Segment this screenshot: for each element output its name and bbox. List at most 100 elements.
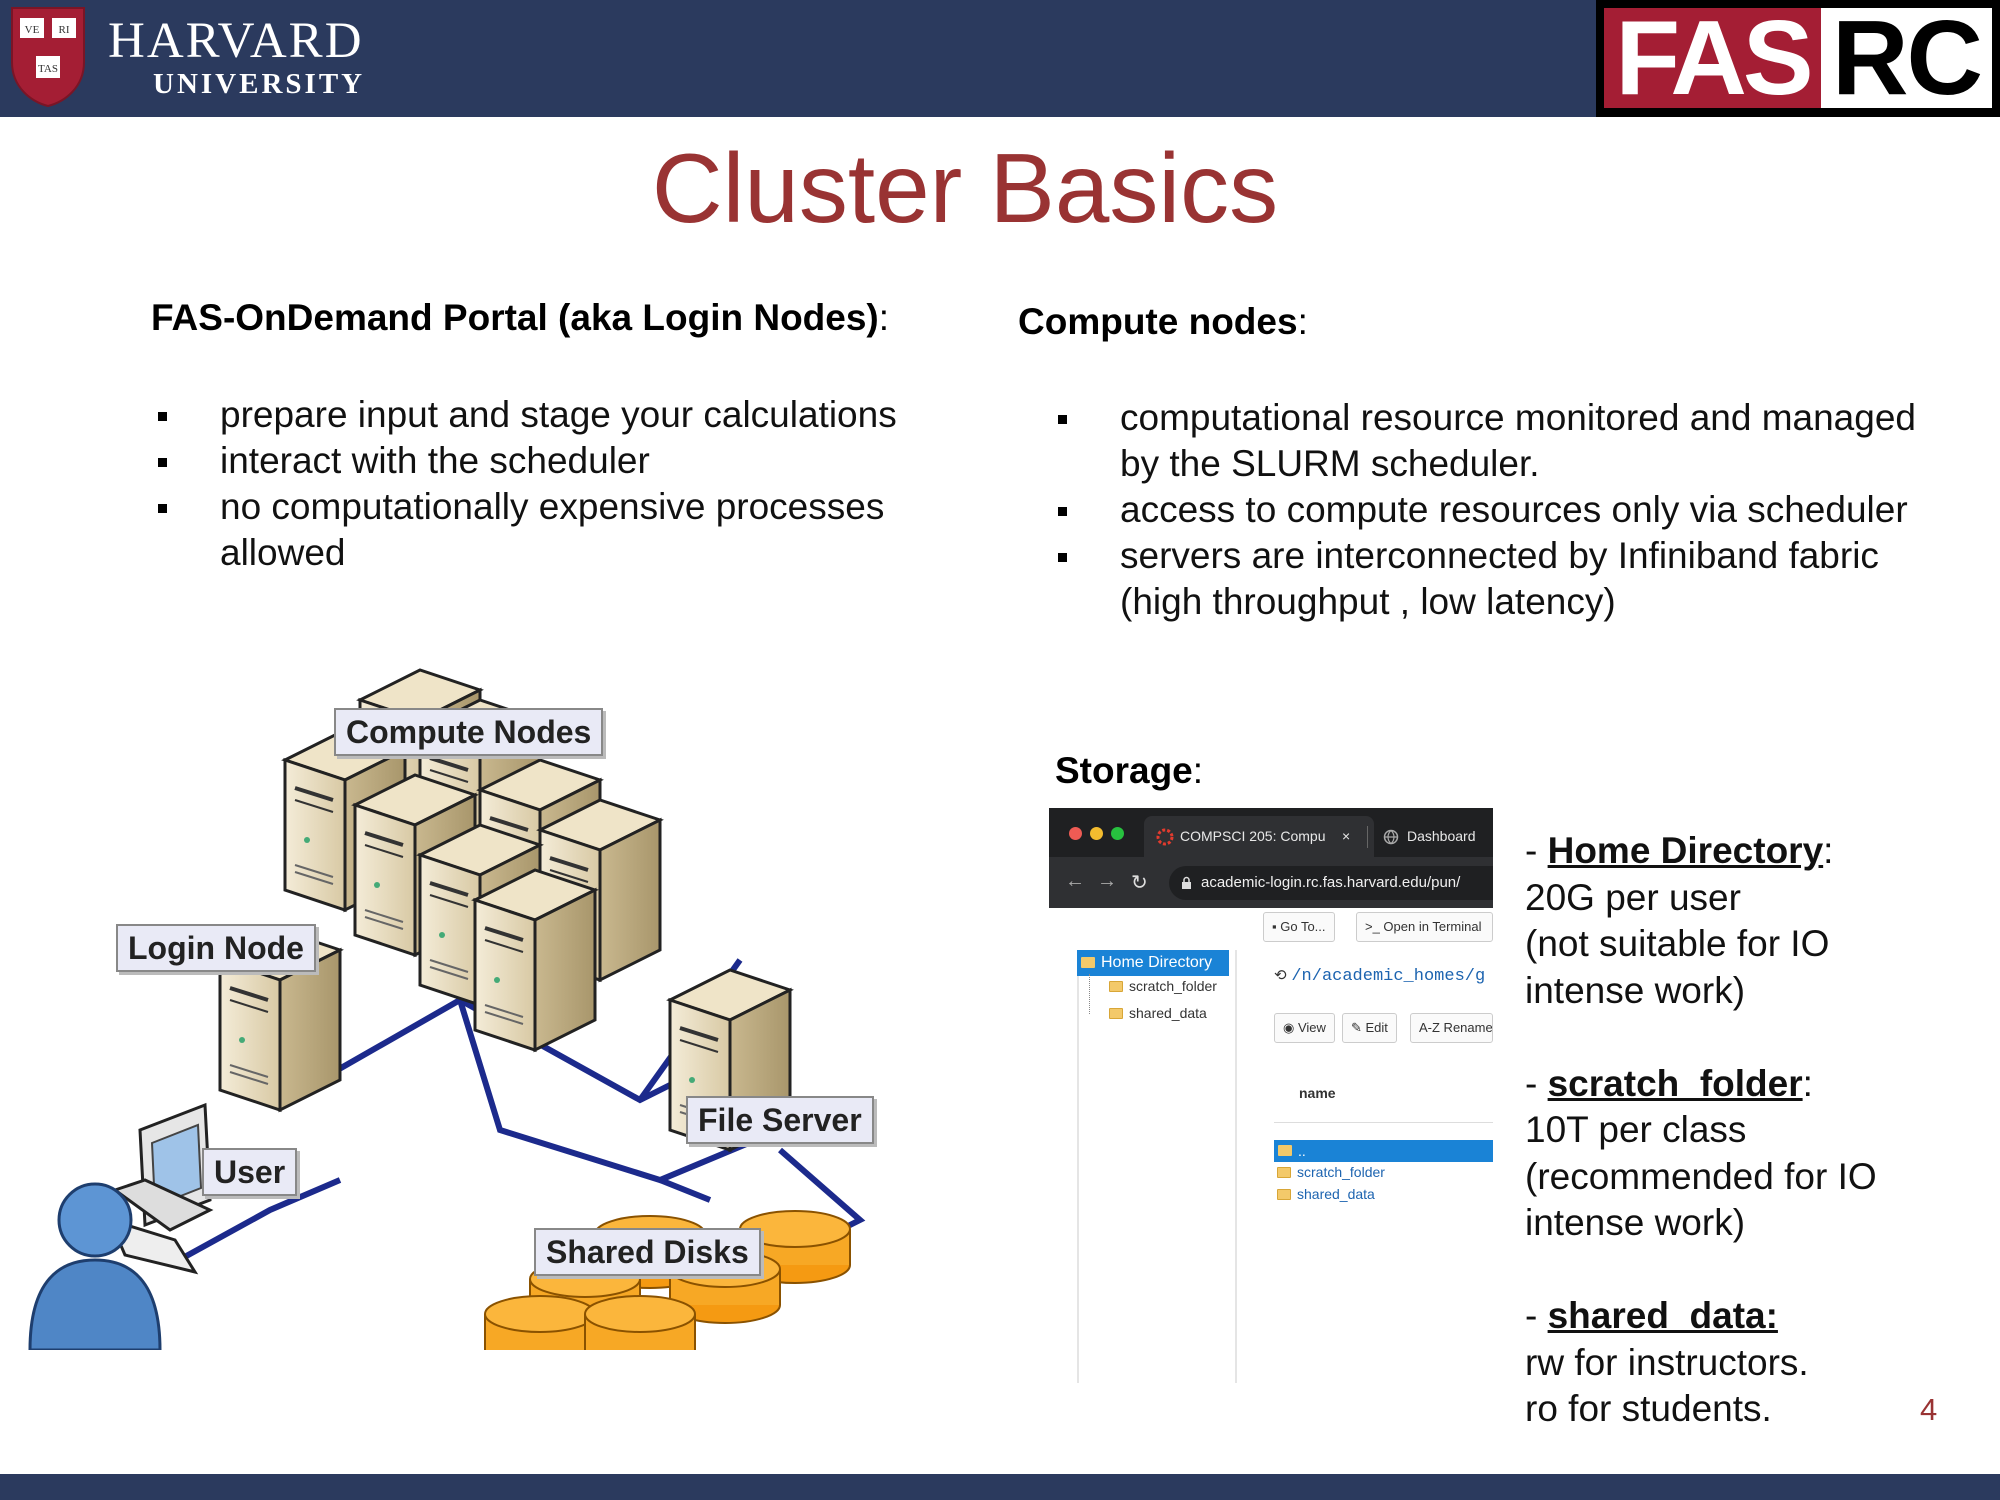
tree-home-directory-label: Home Directory	[1101, 954, 1213, 971]
browser-tab-active[interactable]: COMPSCI 205: Compu ×	[1144, 816, 1374, 857]
tab-close-icon[interactable]: ×	[1342, 828, 1351, 844]
eye-icon: ◉	[1283, 1020, 1298, 1035]
edit-button[interactable]: ✎ Edit	[1342, 1013, 1397, 1043]
file-browser-screenshot: COMPSCI 205: Compu × Dashboard ← → ↻ aca…	[1049, 808, 1493, 1383]
window-minimize-dot[interactable]	[1090, 827, 1103, 840]
storage-item-term: Home Directory	[1547, 830, 1824, 871]
storage-item-term: shared_data:	[1547, 1295, 1778, 1336]
storage-item-colon: :	[1802, 1062, 1813, 1104]
compute-nodes-heading-text: Compute nodes	[1018, 301, 1298, 342]
storage-item-line: intense work)	[1525, 969, 1746, 1011]
storage-item-colon: :	[1823, 830, 1834, 871]
storage-item-line: intense work)	[1525, 1202, 1746, 1243]
url-text: academic-login.rc.fas.harvard.edu/pun/	[1201, 874, 1461, 891]
storage-heading-text: Storage	[1055, 750, 1193, 791]
tree-connector	[1089, 974, 1090, 1014]
storage-item-prefix: -	[1525, 1295, 1548, 1336]
storage-item-term: scratch_folder	[1547, 1062, 1803, 1104]
back-arrow-icon[interactable]: ←	[1065, 870, 1085, 892]
tree-item-label: scratch_folder	[1129, 978, 1217, 994]
university-wordmark: UNIVERSITY	[153, 68, 366, 100]
shield-text-3: TAS	[38, 63, 58, 75]
lock-icon	[1182, 876, 1191, 889]
fasrc-logo-rc: RC	[1821, 5, 1992, 111]
folder-icon	[1109, 1008, 1123, 1019]
list-row-shared[interactable]: shared_data	[1277, 1186, 1375, 1202]
tree-item-label: shared_data	[1129, 1005, 1207, 1021]
bullet-item: no computationally expensive processes a…	[155, 484, 945, 576]
user-label: User	[202, 1148, 298, 1196]
cluster-diagram: Compute Nodes Login Node User File Serve…	[20, 660, 1020, 1350]
storage-item-prefix: -	[1525, 830, 1548, 871]
window-close-dot[interactable]	[1069, 827, 1082, 840]
harvard-wordmark: HARVARD	[108, 13, 364, 69]
page-number: 4	[1920, 1392, 1938, 1427]
current-path: ⟲ /n/academic_homes/g	[1274, 966, 1485, 986]
forward-arrow-icon[interactable]: →	[1097, 870, 1117, 892]
fasrc-logo-fas: FAS	[1604, 5, 1821, 111]
current-path-text: /n/academic_homes/g	[1291, 967, 1486, 986]
link-icon: ⟲	[1274, 966, 1292, 984]
reload-icon[interactable]: ↻	[1131, 872, 1148, 894]
edit-icon: ✎	[1351, 1020, 1366, 1035]
edit-label: Edit	[1365, 1020, 1388, 1035]
file-server-label: File Server	[686, 1096, 874, 1144]
storage-item-shared: - shared_data: rw for instructors. ro fo…	[1525, 1293, 1985, 1433]
open-terminal-button[interactable]: >_ Open in Terminal	[1356, 912, 1493, 942]
tab-dashboard-title: Dashboard	[1407, 828, 1476, 844]
folder-icon: ▪	[1272, 919, 1281, 934]
header-bar: VE RI TAS HARVARD UNIVERSITY FAS RC	[0, 0, 2000, 117]
storage-notes: - Home Directory: 20G per user (not suit…	[1525, 828, 1985, 1433]
storage-item-prefix: -	[1525, 1062, 1548, 1104]
user-person-icon	[28, 1182, 162, 1350]
login-nodes-heading-colon: :	[878, 297, 890, 338]
list-row-label: ..	[1298, 1143, 1306, 1159]
list-row-scratch[interactable]: scratch_folder	[1277, 1164, 1385, 1180]
folder-icon	[1278, 1145, 1292, 1156]
rename-button[interactable]: A-Z Rename	[1410, 1013, 1493, 1043]
folder-icon	[1109, 981, 1123, 992]
folder-icon	[1277, 1167, 1291, 1178]
go-to-label: Go To...	[1280, 919, 1326, 934]
compute-nodes-heading-colon: :	[1297, 301, 1308, 342]
shield-text-1: VE	[25, 24, 40, 36]
url-field[interactable]: academic-login.rc.fas.harvard.edu/pun/	[1169, 866, 1493, 900]
storage-item-home: - Home Directory: 20G per user (not suit…	[1525, 828, 1985, 1014]
folder-icon	[1277, 1189, 1291, 1200]
list-row-label: shared_data	[1297, 1186, 1375, 1202]
harvard-shield-icon: VE RI TAS	[11, 7, 85, 108]
fasrc-logo: FAS RC	[1596, 0, 2000, 117]
bullet-item: prepare input and stage your calculation…	[155, 392, 945, 438]
browser-tab-dashboard[interactable]: Dashboard	[1379, 816, 1493, 857]
folder-icon	[1081, 957, 1095, 968]
compute-nodes-heading: Compute nodes:	[1018, 301, 1308, 343]
bullet-item: access to compute resources only via sch…	[1055, 487, 1955, 533]
slide-title: Cluster Basics	[651, 133, 1279, 243]
compute-nodes-label: Compute Nodes	[334, 708, 604, 756]
globe-icon	[1383, 829, 1399, 845]
go-to-button[interactable]: ▪ Go To...	[1263, 912, 1335, 942]
header-divider	[1274, 1122, 1493, 1123]
rename-label: A-Z Rename	[1419, 1020, 1493, 1035]
storage-item-line: 10T per class	[1525, 1109, 1747, 1150]
compute-nodes-bullets: computational resource monitored and man…	[1055, 395, 1955, 625]
bullet-item: servers are interconnected by Infiniband…	[1055, 533, 1955, 625]
view-label: View	[1297, 1020, 1326, 1035]
storage-item-line: (recommended for IO	[1525, 1155, 1877, 1197]
tree-item-shared[interactable]: shared_data	[1109, 1005, 1207, 1021]
tree-item-scratch[interactable]: scratch_folder	[1109, 978, 1217, 994]
shield-text-2: RI	[59, 24, 70, 36]
window-zoom-dot[interactable]	[1111, 827, 1124, 840]
tab-divider	[1367, 826, 1368, 848]
list-row-parent[interactable]: ..	[1274, 1140, 1493, 1162]
list-row-label: scratch_folder	[1297, 1164, 1385, 1180]
login-nodes-heading-text: FAS-OnDemand Portal (aka Login Nodes)	[151, 297, 879, 338]
name-column-header[interactable]: name	[1299, 1085, 1336, 1101]
tree-home-directory[interactable]: Home Directory	[1077, 950, 1229, 976]
login-nodes-heading: FAS-OnDemand Portal (aka Login Nodes):	[151, 297, 889, 339]
canvas-logo-icon	[1156, 828, 1174, 846]
bullet-item: computational resource monitored and man…	[1055, 395, 1955, 487]
storage-item-line: rw for instructors.	[1525, 1341, 1809, 1383]
directory-tree	[1077, 950, 1237, 1383]
view-button[interactable]: ◉ View	[1274, 1013, 1335, 1043]
